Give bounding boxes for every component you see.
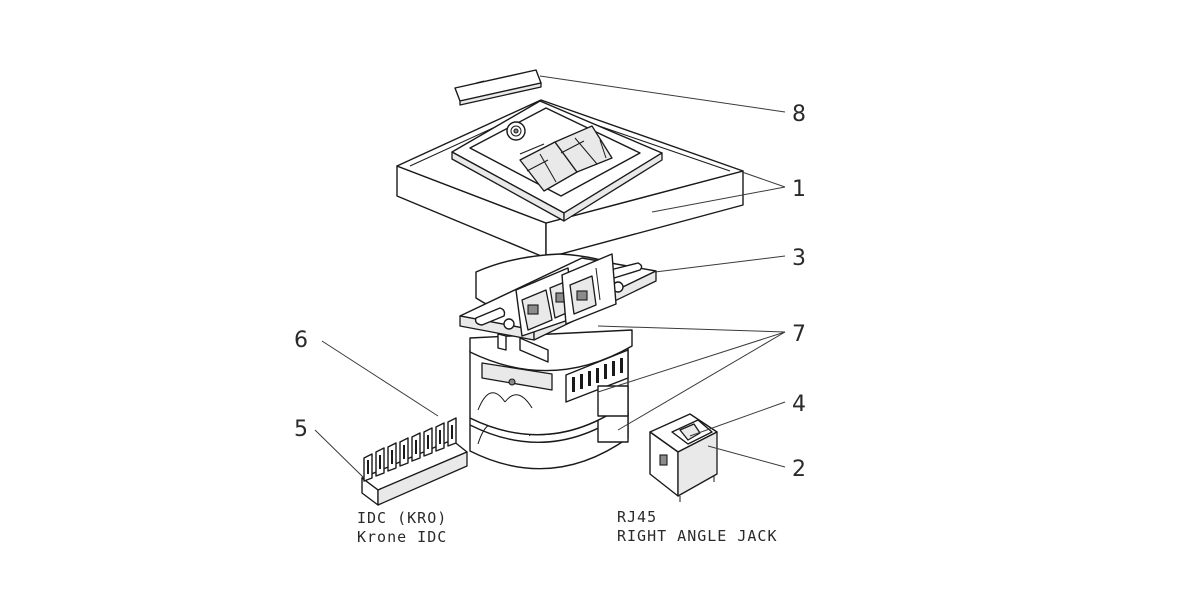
caption-rj45-line2: RIGHT ANGLE JACK (617, 527, 778, 545)
callout-8: 8 (792, 102, 806, 127)
captions: IDC (KRO) Krone IDC RJ45 RIGHT ANGLE JAC… (357, 508, 778, 546)
callout-4: 4 (792, 392, 806, 417)
part-8-cover-plate (454, 69, 542, 106)
part-3-mounting-frame (459, 253, 657, 363)
callout-6: 6 (294, 328, 308, 353)
leader-lines (314, 75, 786, 479)
part-5-6-idc-block (361, 417, 468, 506)
caption-idc-line2: Krone IDC (357, 528, 447, 546)
caption-idc-line1: IDC (KRO) (357, 509, 447, 527)
part-2-4-rj45-jack (649, 413, 718, 502)
callout-1: 1 (792, 177, 806, 202)
callout-2: 2 (792, 457, 806, 482)
callout-7: 7 (792, 322, 806, 347)
callout-3: 3 (792, 246, 806, 271)
caption-rj45-line1: RJ45 (617, 508, 657, 526)
part-1-floor-box-lid (396, 99, 744, 259)
callout-numbers: 8 1 3 7 4 2 6 5 (294, 102, 806, 482)
callout-5: 5 (294, 417, 308, 442)
